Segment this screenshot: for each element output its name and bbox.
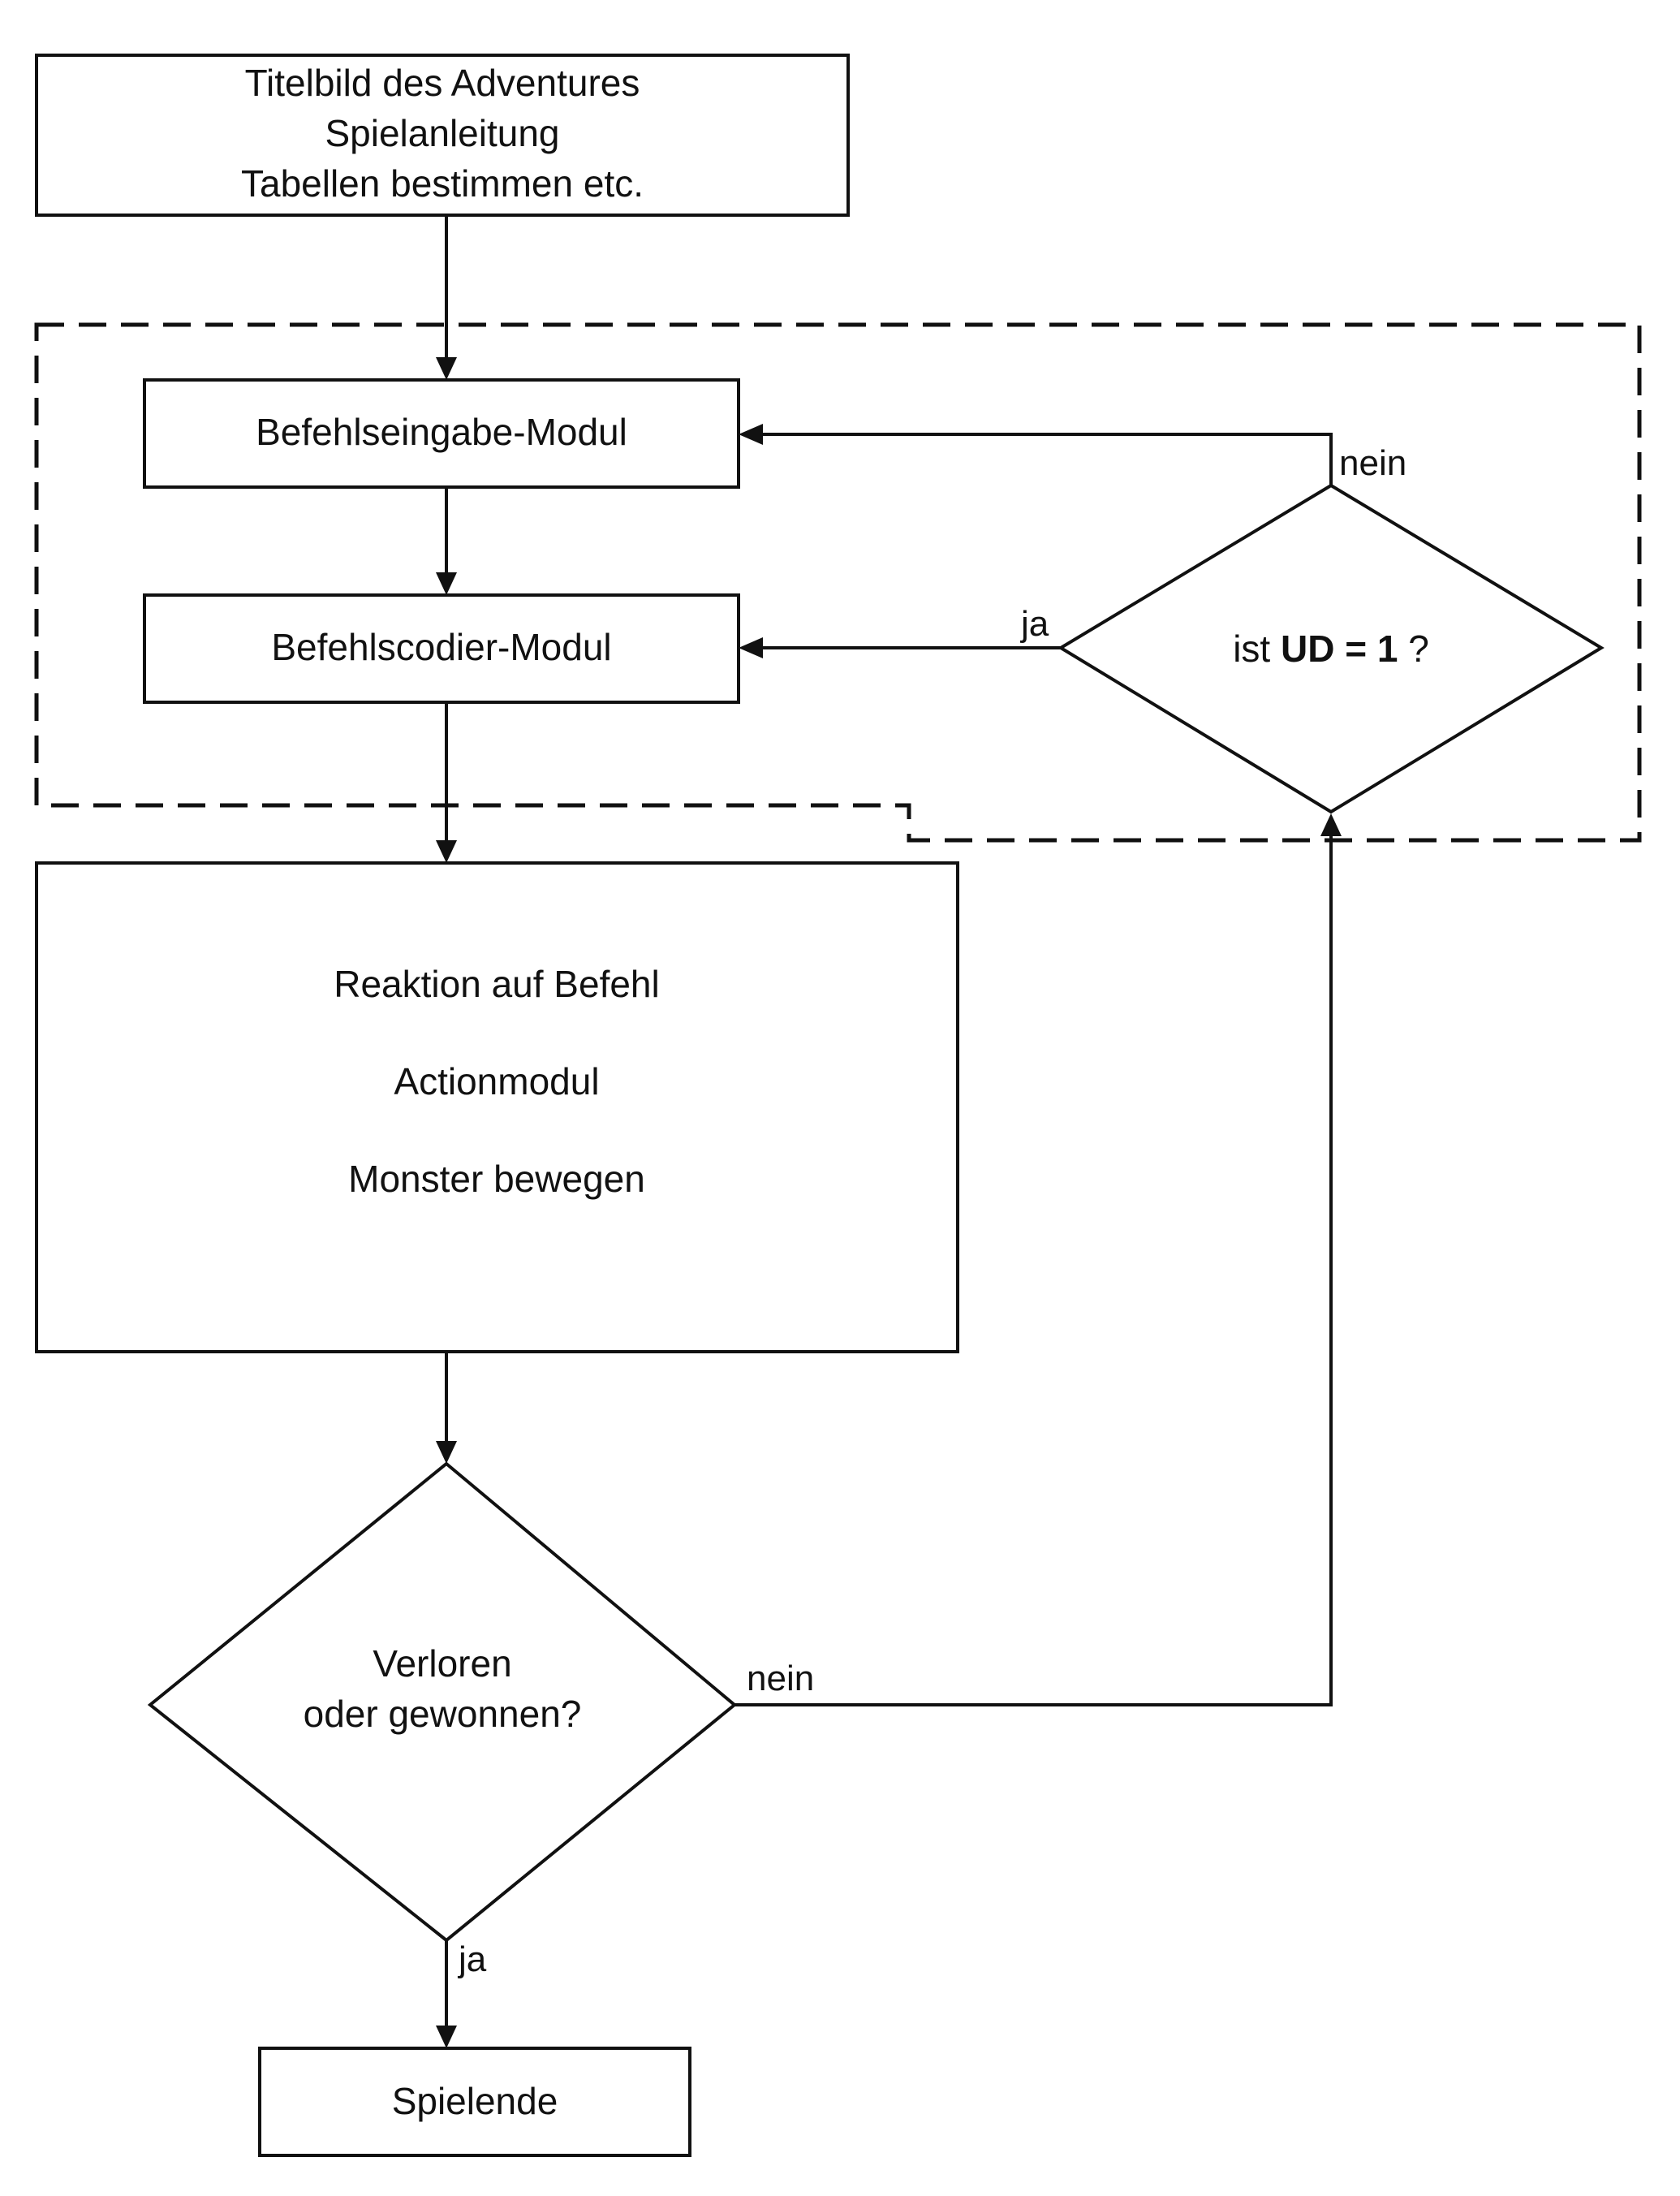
arrowhead-input-to-coding [436,572,457,595]
input-module-label: Befehlseingabe-Modul [256,411,627,453]
ud-yes-label: ja [1019,604,1049,644]
end-decision-diamond [147,1461,738,1943]
arrowhead-ud-yes-to-coding [739,637,763,658]
end-box [258,2047,691,2157]
loop-region-boundary [34,322,1642,843]
input-module-box [143,378,740,489]
arrowhead-end-decision-no-to-ud [1320,813,1342,836]
arrowhead-end-decision-yes-to-end [436,2026,457,2048]
action-box [35,861,959,1353]
arrowhead-coding-to-action [436,840,457,863]
action-box-line-3: Monster bewegen [348,1158,645,1200]
end-yes-label: ja [457,1939,487,1979]
ud-no-label: nein [1339,443,1406,483]
coding-module-label: Befehlscodier-Modul [271,626,611,668]
title-box-line-3: Tabellen bestimmen etc. [241,162,644,205]
ud-decision-label: ist UD = 1 ? [1233,628,1429,670]
title-box-line-1: Titelbild des Adventures [245,62,640,104]
title-box-line-2: Spielanleitung [325,112,559,154]
action-box-line-2: Actionmodul [394,1060,599,1102]
ud-decision-variable: UD = 1 [1281,628,1398,670]
end-decision-line-2: oder gewonnen? [304,1693,582,1735]
arrowhead-ud-no-to-input [739,424,763,445]
ud-decision-diamond [1058,483,1605,814]
edge-end-decision-no-to-ud [734,832,1333,1706]
title-box [35,54,850,217]
end-box-label: Spielende [392,2080,558,2122]
end-decision-line-1: Verloren [373,1642,511,1685]
coding-module-box [143,593,740,704]
edge-ud-no-to-input [759,433,1333,485]
arrowhead-action-to-end-decision [436,1441,457,1464]
arrowhead-title-to-input [436,357,457,380]
action-box-line-1: Reaktion auf Befehl [334,963,660,1005]
end-no-label: nein [747,1659,814,1698]
